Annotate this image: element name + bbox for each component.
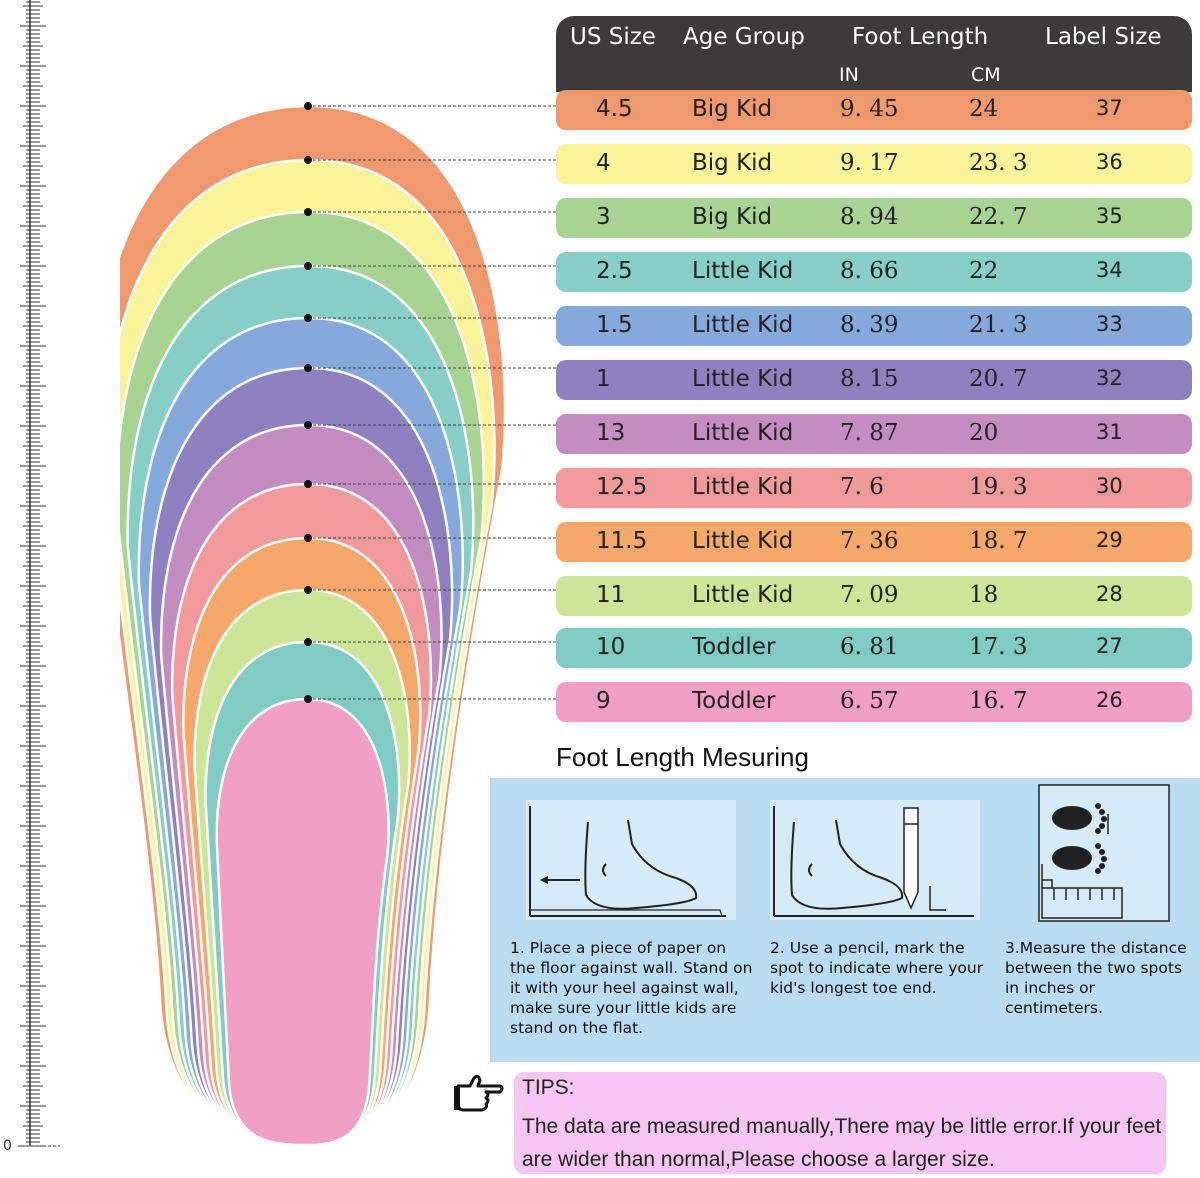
label-size-cell: 36 [1096, 150, 1123, 174]
header-foot-length: Foot Length [852, 24, 989, 50]
centimeters-cell: 17. 3 [969, 634, 1028, 660]
step3-illustration [1038, 784, 1170, 922]
header-us-size: US Size [570, 24, 656, 50]
age-group-cell: Big Kid [692, 204, 773, 230]
header-in: IN [839, 64, 859, 86]
size-row: 4.5 Big Kid 9. 45 24 37 [556, 90, 1192, 130]
size-row: 1.5 Little Kid 8. 39 21. 3 33 [556, 306, 1192, 346]
step1-text: 1. Place a piece of paper on the floor a… [510, 939, 753, 1037]
us-size-cell: 3 [596, 204, 611, 230]
label-size-cell: 32 [1096, 366, 1123, 390]
pointing-hand-icon [454, 1074, 504, 1112]
step3-text: 3.Measure the distance between the two s… [1005, 939, 1187, 1017]
inches-cell: 8. 15 [840, 366, 899, 392]
label-size-cell: 27 [1096, 634, 1123, 658]
tips-heading: TIPS: [522, 1076, 575, 1099]
age-group-cell: Little Kid [692, 582, 794, 608]
size-row: 13 Little Kid 7. 87 20 31 [556, 414, 1192, 454]
centimeters-cell: 16. 7 [969, 688, 1028, 714]
step2-text: 2. Use a pencil, mark the spot to indica… [770, 939, 984, 997]
size-row: 12.5 Little Kid 7. 6 19. 3 30 [556, 468, 1192, 508]
header-age-group: Age Group [683, 24, 805, 50]
us-size-cell: 13 [596, 420, 626, 446]
us-size-cell: 2.5 [596, 258, 633, 284]
us-size-cell: 10 [596, 634, 626, 660]
us-size-cell: 11.5 [596, 528, 648, 554]
centimeters-cell: 19. 3 [969, 474, 1028, 500]
header-cm: CM [971, 64, 1001, 86]
us-size-cell: 1.5 [596, 312, 633, 338]
size-row: 1 Little Kid 8. 15 20. 7 32 [556, 360, 1192, 400]
tips-text: The data are measured manually,There may… [522, 1115, 1162, 1171]
size-table-header: US Size Age Group Foot Length Label Size… [556, 16, 1192, 92]
us-size-cell: 12.5 [596, 474, 648, 500]
size-row: 9 Toddler 6. 57 16. 7 26 [556, 682, 1192, 722]
age-group-cell: Little Kid [692, 420, 794, 446]
centimeters-cell: 22 [969, 258, 999, 284]
age-group-cell: Little Kid [692, 528, 794, 554]
age-group-cell: Little Kid [692, 258, 794, 284]
measuring-panel: 1. Place a piece of paper on the floor a… [490, 778, 1200, 1062]
size-row: 11.5 Little Kid 7. 36 18. 7 29 [556, 522, 1192, 562]
us-size-cell: 1 [596, 366, 611, 392]
label-size-cell: 28 [1096, 582, 1123, 606]
us-size-cell: 11 [596, 582, 626, 608]
centimeters-cell: 18 [969, 582, 999, 608]
centimeters-cell: 18. 7 [969, 528, 1028, 554]
inches-cell: 7. 87 [840, 420, 899, 446]
label-size-cell: 37 [1096, 96, 1123, 120]
inches-cell: 7. 6 [840, 474, 884, 500]
age-group-cell: Big Kid [692, 150, 773, 176]
step1-illustration [526, 800, 736, 920]
label-size-cell: 31 [1096, 420, 1123, 444]
us-size-cell: 9 [596, 688, 611, 714]
centimeters-cell: 20 [969, 420, 999, 446]
us-size-cell: 4.5 [596, 96, 633, 122]
age-group-cell: Toddler [692, 634, 776, 660]
inches-cell: 8. 94 [840, 204, 899, 230]
measuring-title: Foot Length Mesuring [556, 742, 809, 772]
step2-illustration [770, 800, 980, 920]
inches-cell: 6. 81 [840, 634, 899, 660]
label-size-cell: 29 [1096, 528, 1123, 552]
centimeters-cell: 21. 3 [969, 312, 1028, 338]
us-size-cell: 4 [596, 150, 611, 176]
inches-cell: 7. 09 [840, 582, 899, 608]
label-size-cell: 30 [1096, 474, 1123, 498]
label-size-cell: 35 [1096, 204, 1123, 228]
inches-cell: 7. 36 [840, 528, 899, 554]
inches-cell: 6. 57 [840, 688, 899, 714]
age-group-cell: Little Kid [692, 312, 794, 338]
centimeters-cell: 22. 7 [969, 204, 1028, 230]
age-group-cell: Big Kid [692, 96, 773, 122]
centimeters-cell: 20. 7 [969, 366, 1028, 392]
header-label-size: Label Size [1045, 24, 1162, 50]
insole-stack [120, 104, 507, 1147]
inches-cell: 8. 66 [840, 258, 899, 284]
tips-box: TIPS: The data are measured manually,The… [514, 1072, 1166, 1174]
centimeters-cell: 24 [969, 96, 999, 122]
size-row: 4 Big Kid 9. 17 23. 3 36 [556, 144, 1192, 184]
label-size-cell: 26 [1096, 688, 1123, 712]
ruler: 0 [3, 0, 60, 1154]
size-row: 10 Toddler 6. 81 17. 3 27 [556, 628, 1192, 668]
size-row: 2.5 Little Kid 8. 66 22 34 [556, 252, 1192, 292]
age-group-cell: Little Kid [692, 366, 794, 392]
age-group-cell: Little Kid [692, 474, 794, 500]
inches-cell: 8. 39 [840, 312, 899, 338]
ruler-zero-label: 0 [3, 1138, 12, 1154]
size-row: 11 Little Kid 7. 09 18 28 [556, 576, 1192, 616]
size-row: 3 Big Kid 8. 94 22. 7 35 [556, 198, 1192, 238]
label-size-cell: 34 [1096, 258, 1123, 282]
inches-cell: 9. 17 [840, 150, 899, 176]
inches-cell: 9. 45 [840, 96, 899, 122]
centimeters-cell: 23. 3 [969, 150, 1028, 176]
label-size-cell: 33 [1096, 312, 1123, 336]
age-group-cell: Toddler [692, 688, 776, 714]
insole-outline [215, 697, 390, 1147]
